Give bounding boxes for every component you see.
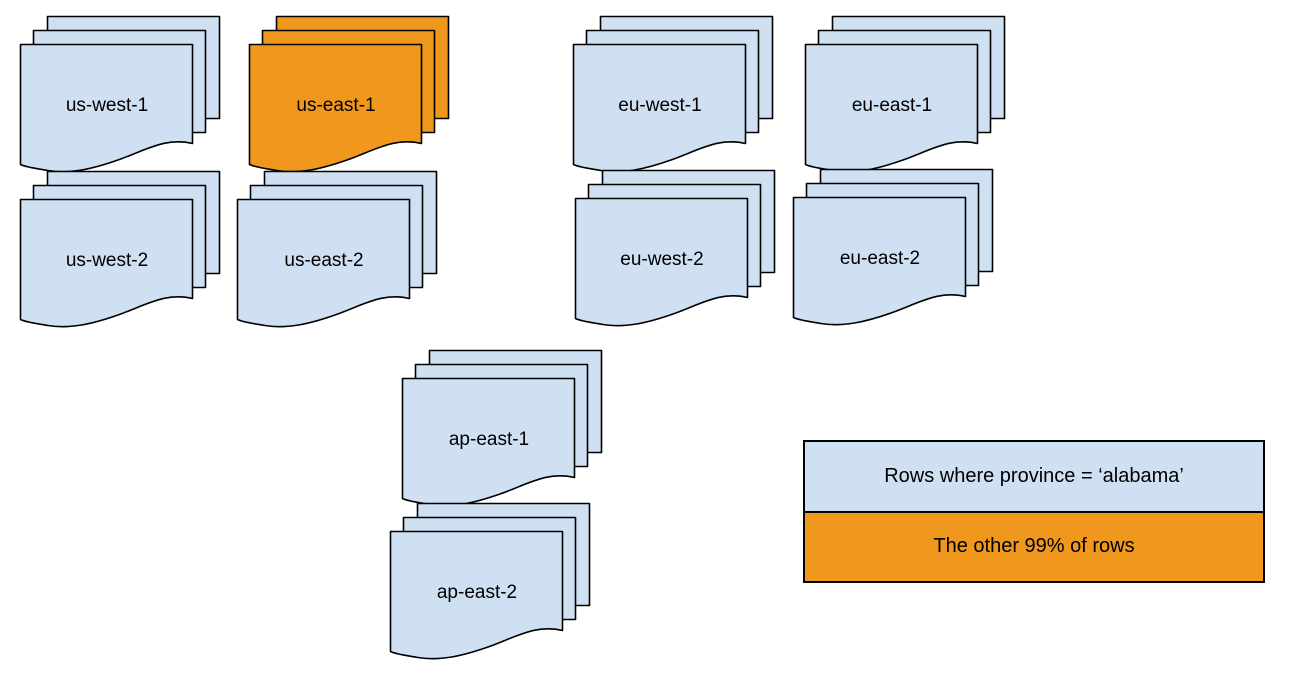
document-stack-icon: us-west-1 (19, 15, 221, 173)
document-stack-icon: ap-east-1 (401, 349, 603, 507)
stack-label: eu-east-1 (852, 95, 932, 116)
document-stack-icon: us-east-1 (248, 15, 450, 173)
document-stack-icon: eu-west-1 (572, 15, 774, 173)
legend-row-other: The other 99% of rows (805, 512, 1263, 581)
stack-label: eu-east-2 (840, 248, 920, 269)
legend-row-alabama-label: Rows where province = ‘alabama’ (884, 464, 1184, 487)
page-front-icon (572, 43, 747, 173)
document-stack-icon: us-west-2 (19, 170, 221, 328)
document-stack-icon: us-east-2 (236, 170, 438, 328)
region-stack-us-east-2: us-east-2 (236, 170, 438, 331)
stack-label: us-east-2 (284, 250, 363, 271)
document-stack-icon: ap-east-2 (389, 502, 591, 660)
page-front-icon (804, 43, 979, 173)
page-front-icon (236, 198, 411, 328)
stack-label: ap-east-1 (449, 429, 529, 450)
region-stack-us-west-2: us-west-2 (19, 170, 221, 331)
page-front-icon (389, 530, 564, 660)
stack-label: us-west-1 (66, 95, 148, 116)
legend-row-alabama: Rows where province = ‘alabama’ (805, 442, 1263, 513)
stack-label: us-east-1 (296, 95, 375, 116)
page-front-icon (574, 197, 749, 327)
stack-label: eu-west-1 (618, 95, 701, 116)
page-front-icon (19, 43, 194, 173)
region-stack-ap-east-1: ap-east-1 (401, 349, 603, 510)
document-stack-icon: eu-east-1 (804, 15, 1006, 173)
page-front-icon (19, 198, 194, 328)
region-stack-us-east-1: us-east-1 (248, 15, 450, 176)
region-stack-eu-east-1: eu-east-1 (804, 15, 1006, 176)
document-stack-icon: eu-west-2 (574, 169, 776, 327)
stack-label: ap-east-2 (437, 582, 517, 603)
stack-label: us-west-2 (66, 250, 148, 271)
region-stack-eu-east-2: eu-east-2 (792, 168, 994, 329)
page-front-icon (248, 43, 423, 173)
page-front-icon (401, 377, 576, 507)
legend: Rows where province = ‘alabama’ The othe… (803, 440, 1265, 583)
region-stack-eu-west-1: eu-west-1 (572, 15, 774, 176)
region-stack-us-west-1: us-west-1 (19, 15, 221, 176)
document-stack-icon: eu-east-2 (792, 168, 994, 326)
region-stack-eu-west-2: eu-west-2 (574, 169, 776, 330)
legend-row-other-label: The other 99% of rows (933, 535, 1135, 558)
region-stack-ap-east-2: ap-east-2 (389, 502, 591, 663)
stack-label: eu-west-2 (620, 249, 703, 270)
page-front-icon (792, 196, 967, 326)
